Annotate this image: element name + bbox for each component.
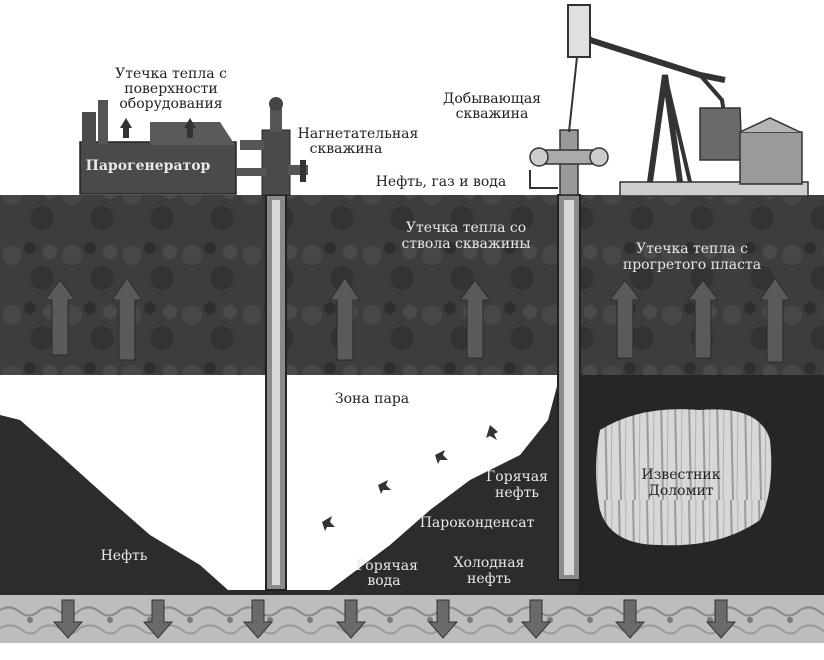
- pump-jack: [567, 4, 809, 197]
- heat-loss-surface-line2: поверхности: [124, 81, 217, 97]
- limestone-lens: [596, 409, 772, 546]
- production-well-line1: Добывающая: [443, 91, 541, 107]
- heat-loss-wellbore-line2: ствола скважины: [401, 236, 530, 252]
- cold-oil-line1: Холодная: [454, 555, 525, 571]
- hot-water-line1: Горячая: [356, 558, 418, 574]
- steam-generator-label: Парогенератор: [86, 158, 211, 174]
- steam-generator: [79, 100, 266, 195]
- surface-heat-arrows: [120, 118, 196, 138]
- injection-well-line1: Нагнетательная: [298, 126, 419, 142]
- injection-well-line2: скважина: [310, 141, 383, 157]
- overburden-layer: [0, 195, 824, 375]
- heat-loss-surface-line1: Утечка тепла с: [115, 66, 227, 82]
- heat-loss-layer-line2: прогретого пласта: [623, 257, 761, 273]
- production-well: [529, 129, 609, 581]
- heat-loss-wellbore-line1: Утечка тепла со: [406, 220, 526, 236]
- limestone-line2: Доломит: [648, 483, 713, 499]
- oil-label: Нефть: [101, 548, 148, 564]
- heat-loss-surface-line3: оборудования: [119, 96, 222, 112]
- production-well-line2: скважина: [456, 106, 529, 122]
- hot-water-line2: вода: [367, 573, 400, 589]
- oil-gas-water-label: Нефть, газ и вода: [376, 174, 507, 190]
- bedrock-layer: [0, 595, 824, 643]
- hot-oil-line2: нефть: [495, 485, 539, 501]
- cold-oil-line2: нефть: [467, 571, 511, 587]
- steam-condensate-label: Пароконденсат: [420, 515, 535, 531]
- heat-arrows-up: [44, 277, 791, 363]
- steam-zone-label: Зона пара: [335, 391, 409, 407]
- flow-arrows: [322, 425, 498, 531]
- hot-oil-line1: Горячая: [486, 469, 548, 485]
- heat-arrows-down: [52, 599, 737, 639]
- limestone-line1: Известник: [641, 467, 720, 483]
- injection-well: [240, 97, 308, 591]
- heat-loss-layer-line1: Утечка тепла с: [636, 241, 748, 257]
